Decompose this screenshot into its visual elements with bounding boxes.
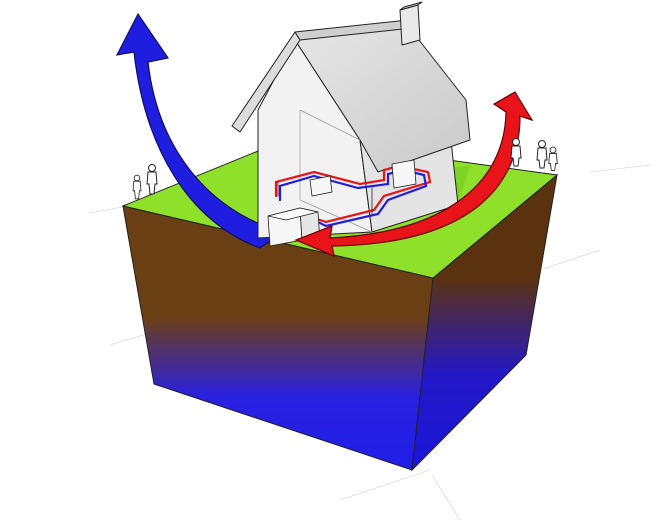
person-silhouette-icon — [510, 138, 522, 167]
person-silhouette-icon — [132, 174, 142, 200]
tank — [391, 159, 417, 189]
radiator — [309, 175, 333, 197]
cold-air-arrow-icon — [115, 12, 285, 249]
person-silhouette-icon — [146, 164, 158, 195]
house — [231, 1, 471, 239]
people-right — [510, 138, 558, 171]
warm-air-arrow-icon — [294, 91, 534, 257]
person-silhouette-icon — [548, 146, 558, 171]
people-left — [132, 164, 158, 200]
chimney — [399, 4, 421, 46]
person-silhouette-icon — [536, 140, 548, 169]
